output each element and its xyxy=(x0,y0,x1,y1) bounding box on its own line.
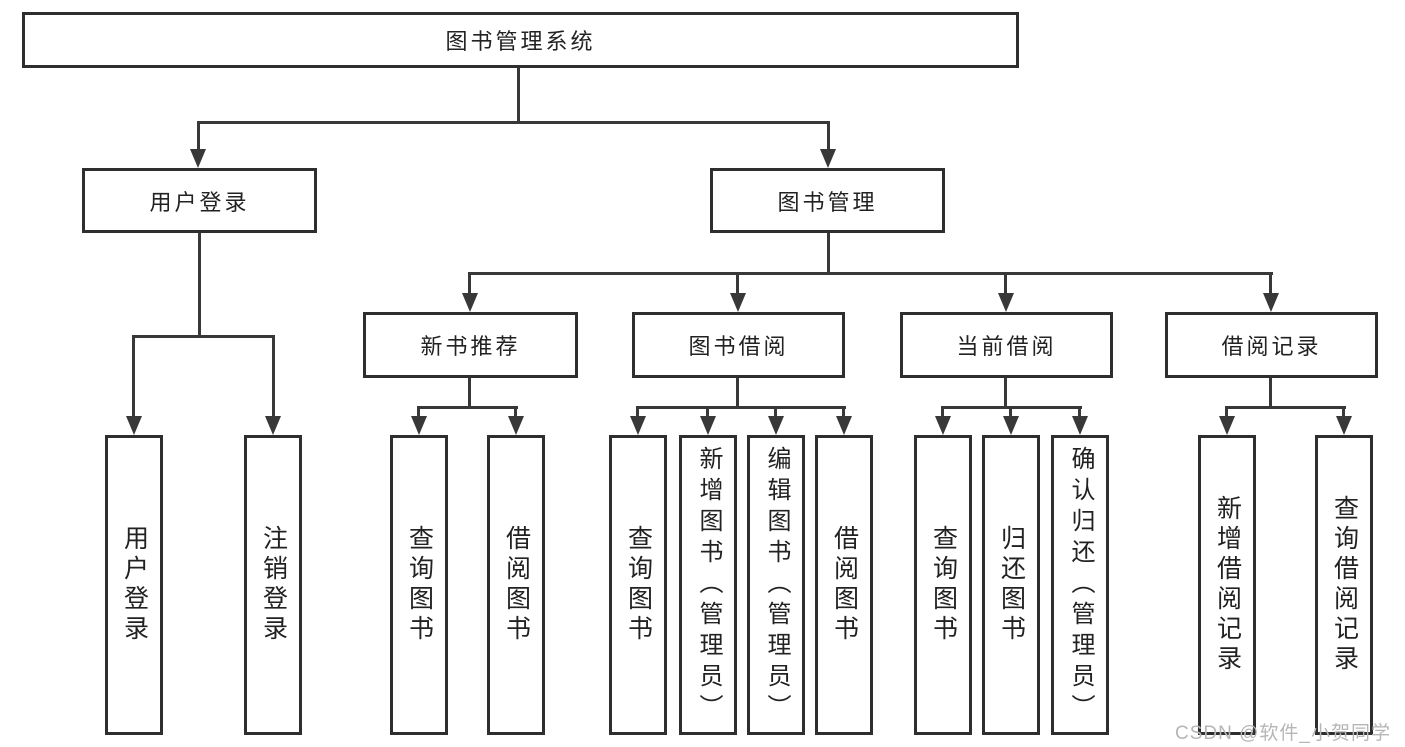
leaf-return-book: 归还图书 xyxy=(982,435,1040,735)
connector-line xyxy=(1004,376,1007,406)
arrow-down-icon xyxy=(126,416,142,435)
leaf-add-borrow-record: 新增借阅记录 xyxy=(1198,435,1256,735)
connector-line xyxy=(468,272,1273,275)
leaf-query-borrow-record: 查询借阅记录 xyxy=(1315,435,1373,735)
leaf-query-books-current: 查询图书 xyxy=(914,435,972,735)
connector-line xyxy=(514,406,517,417)
connector-line xyxy=(1004,272,1007,293)
arrow-down-icon xyxy=(1072,416,1088,435)
arrow-down-icon xyxy=(1219,416,1235,435)
node-new-book-recommendation: 新书推荐 xyxy=(363,312,578,378)
connector-line xyxy=(1225,406,1228,417)
arrow-down-icon xyxy=(1263,293,1279,312)
arrow-down-icon xyxy=(265,416,281,435)
connector-line xyxy=(417,406,518,409)
connector-line xyxy=(198,231,201,335)
connector-line xyxy=(517,66,520,121)
connector-line xyxy=(1078,406,1081,417)
arrow-down-icon xyxy=(462,293,478,312)
leaf-query-books-borrowing: 查询图书 xyxy=(609,435,667,735)
arrow-down-icon xyxy=(190,149,206,168)
node-book-borrowing: 图书借阅 xyxy=(632,312,845,378)
leaf-query-books-recommend: 查询图书 xyxy=(390,435,448,735)
connector-line xyxy=(636,406,846,409)
connector-line xyxy=(774,406,777,417)
arrow-down-icon xyxy=(1336,416,1352,435)
arrow-down-icon xyxy=(768,416,784,435)
connector-line xyxy=(468,272,471,293)
arrow-down-icon xyxy=(820,149,836,168)
connector-line xyxy=(736,376,739,406)
connector-line xyxy=(197,121,830,124)
connector-line xyxy=(132,335,135,416)
arrow-down-icon xyxy=(630,416,646,435)
arrow-down-icon xyxy=(935,416,951,435)
node-current-borrowing: 当前借阅 xyxy=(900,312,1113,378)
node-user-login: 用户登录 xyxy=(82,168,317,233)
leaf-confirm-return-admin: 确认归还（管理员） xyxy=(1051,435,1109,735)
arrow-down-icon xyxy=(1003,416,1019,435)
leaf-borrow-books: 借阅图书 xyxy=(815,435,873,735)
connector-line xyxy=(706,406,709,417)
leaf-logout: 注销登录 xyxy=(244,435,302,735)
connector-line xyxy=(842,406,845,417)
arrow-down-icon xyxy=(730,293,746,312)
leaf-edit-book-admin: 编辑图书（管理员） xyxy=(747,435,805,735)
arrow-down-icon xyxy=(508,416,524,435)
connector-line xyxy=(1225,406,1346,409)
connector-line xyxy=(1269,376,1272,406)
connector-line xyxy=(1342,406,1345,417)
connector-line xyxy=(272,335,275,416)
arrow-down-icon xyxy=(836,416,852,435)
arrow-down-icon xyxy=(998,293,1014,312)
connector-line xyxy=(941,406,944,417)
connector-line xyxy=(1269,272,1272,293)
node-borrowing-records: 借阅记录 xyxy=(1165,312,1378,378)
connector-line xyxy=(417,406,420,417)
connector-line xyxy=(636,406,639,417)
leaf-borrow-books-recommend: 借阅图书 xyxy=(487,435,545,735)
connector-line xyxy=(197,121,200,150)
connector-line xyxy=(827,121,830,150)
node-library-management-system: 图书管理系统 xyxy=(22,12,1019,68)
connector-line xyxy=(736,272,739,293)
connector-line xyxy=(1009,406,1012,417)
leaf-add-book-admin: 新增图书（管理员） xyxy=(679,435,737,735)
connector-line xyxy=(827,231,830,272)
leaf-user-login: 用户登录 xyxy=(105,435,163,735)
connector-line xyxy=(132,335,275,338)
arrow-down-icon xyxy=(700,416,716,435)
connector-line xyxy=(468,376,471,406)
node-book-management: 图书管理 xyxy=(710,168,945,233)
arrow-down-icon xyxy=(411,416,427,435)
watermark: CSDN @软件_小贺同学 xyxy=(1175,723,1391,744)
